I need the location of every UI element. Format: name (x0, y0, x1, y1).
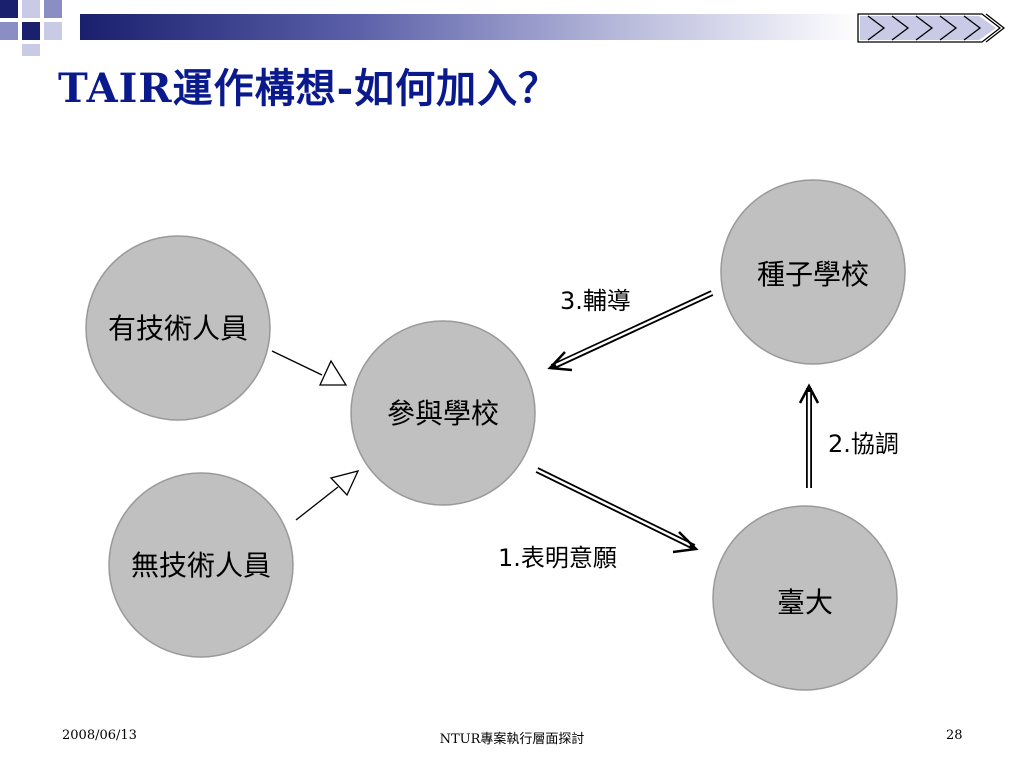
arrow-seed-to-participant (547, 290, 714, 372)
node-no-tech-label: 無技術人員 (131, 549, 271, 582)
arrow-ntu-to-seed (798, 383, 820, 488)
slide-title: TAIR運作構想-如何加入？ (58, 65, 560, 112)
footer-date: 2008/06/13 (62, 728, 137, 743)
node-seed: 種子學校 (720, 179, 906, 365)
node-participant-label: 參與學校 (387, 397, 499, 430)
chevron-navigation-icon (857, 13, 1006, 43)
node-seed-label: 種子學校 (757, 258, 869, 291)
edge-label-step3: 3.輔導 (560, 287, 631, 315)
edge-label-step1: 1.表明意願 (498, 544, 617, 572)
edge-label-step2: 2.協調 (828, 430, 899, 458)
arrow-has-tech-to-participant (271, 350, 348, 386)
node-ntu-label: 臺大 (777, 586, 833, 619)
node-has-tech-label: 有技術人員 (108, 312, 248, 345)
footer-title: NTUR專案執行層面探討 (439, 732, 585, 747)
node-has-tech: 有技術人員 (85, 235, 271, 421)
node-participant: 參與學校 (350, 320, 536, 506)
arrow-no-tech-to-participant (295, 470, 360, 521)
node-no-tech: 無技術人員 (108, 472, 294, 658)
footer-page-number: 28 (946, 728, 963, 743)
logo-squares-icon (0, 0, 80, 60)
header-gradient-bar (80, 14, 860, 40)
arrow-participant-to-ntu (535, 467, 699, 554)
node-ntu: 臺大 (712, 505, 898, 691)
